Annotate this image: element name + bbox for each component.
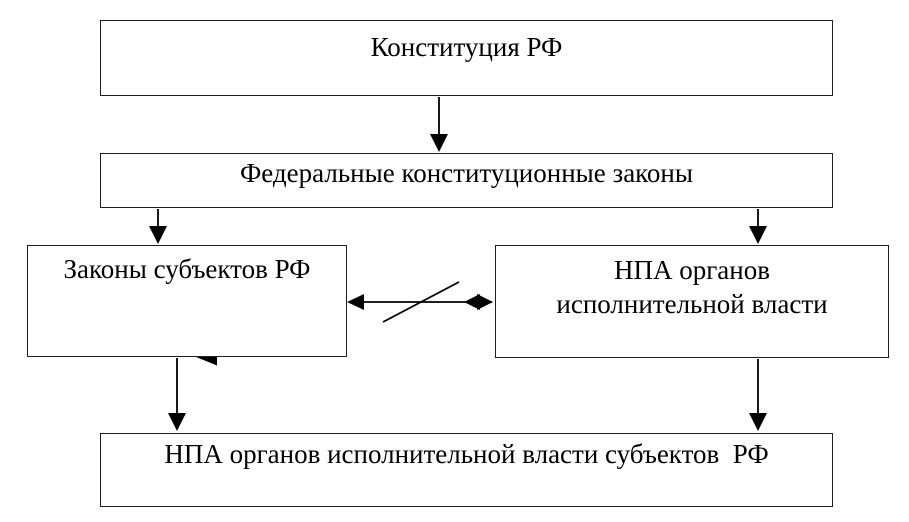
- node-subject-laws: Законы субъектов РФ: [27, 245, 347, 357]
- crossed-double-arrow-icon: [347, 281, 493, 323]
- node-npa-executive-subjects: НПА органов исполнительной власти субъек…: [100, 433, 833, 507]
- arrow-npa-executive-to-npa-subjects-icon: [749, 359, 767, 431]
- node-federal-constitutional-laws-label: Федеральные конституционные законы: [239, 158, 694, 188]
- arrow-constitution-to-fkz-icon: [430, 97, 448, 152]
- node-constitution-label: Конституция РФ: [370, 32, 563, 62]
- node-npa-executive: НПА органов исполнительной власти: [495, 245, 889, 358]
- node-subject-laws-label: Законы субъектов РФ: [63, 254, 311, 284]
- arrow-subject-laws-to-npa-subjects-icon: [168, 358, 186, 431]
- node-npa-executive-subjects-label: НПА органов исполнительной власти субъек…: [164, 439, 769, 469]
- arrow-fkz-to-npa-executive-icon: [749, 209, 767, 244]
- node-npa-executive-label: НПА органов исполнительной власти: [556, 255, 828, 319]
- arrow-fkz-to-subject-laws-icon: [149, 209, 167, 244]
- node-constitution: Конституция РФ: [100, 20, 833, 96]
- node-federal-constitutional-laws: Федеральные конституционные законы: [100, 153, 833, 208]
